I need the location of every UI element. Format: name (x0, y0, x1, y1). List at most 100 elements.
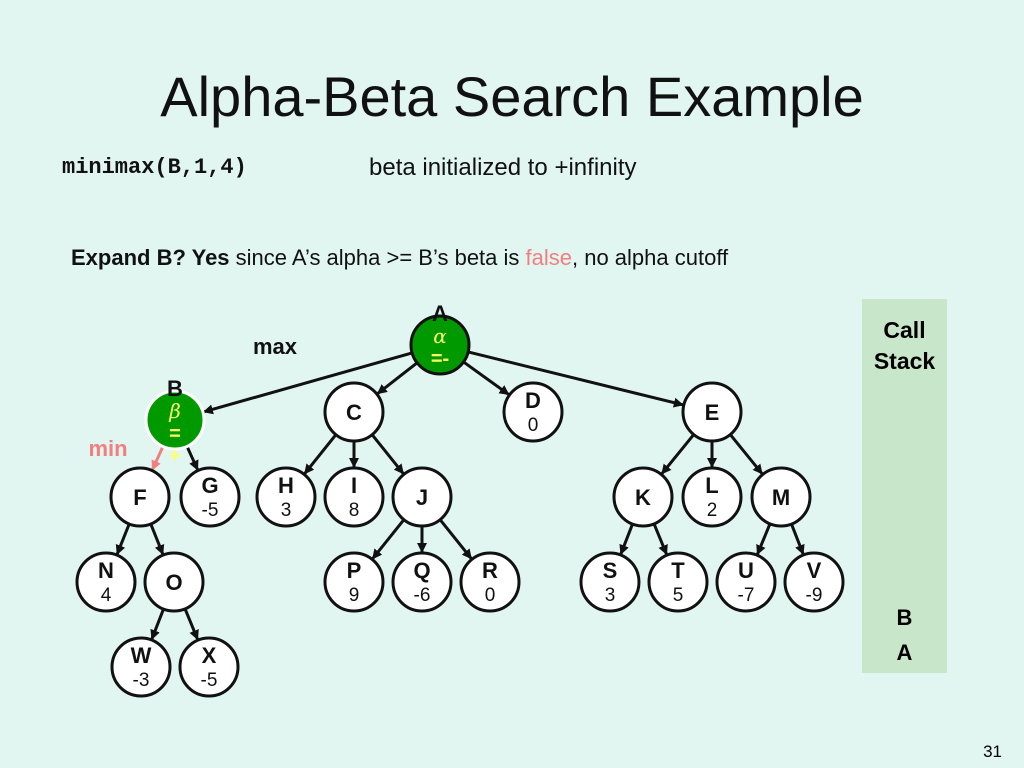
node-circle (323, 466, 385, 528)
node-value: -5 (201, 670, 218, 691)
edge-B-F (151, 445, 165, 471)
node-circle (178, 636, 240, 698)
max-label: max (253, 334, 298, 359)
node-label: H (278, 473, 294, 498)
node-label: B (167, 376, 183, 401)
node-label: T (671, 558, 685, 583)
node-circle (110, 636, 172, 698)
node-P[interactable]: P9 (323, 551, 385, 613)
false-word: false (525, 245, 572, 270)
node-label: J (416, 485, 428, 510)
slide-title: Alpha-Beta Search Example (160, 65, 864, 128)
node-label: V (807, 558, 822, 583)
node-E[interactable]: E (681, 381, 743, 443)
edge-F-N (115, 523, 131, 556)
node-R[interactable]: R0 (459, 551, 521, 613)
node-circle (179, 466, 241, 528)
call-stack-item: A (896, 640, 913, 665)
node-label: L (705, 473, 718, 498)
page-number: 31 (983, 742, 1002, 761)
edge-A-E (467, 350, 684, 408)
node-label: Q (413, 558, 430, 583)
edge-J-R (438, 518, 473, 560)
node-I[interactable]: I8 (323, 466, 385, 528)
call-stack-panel: Call Stack B A (862, 299, 947, 673)
call-stack-item: B (896, 605, 913, 630)
node-label: A (432, 301, 448, 326)
node-value: 5 (673, 585, 684, 606)
node-label: G (201, 473, 218, 498)
node-H[interactable]: H3 (255, 466, 317, 528)
node-label: R (482, 558, 498, 583)
node-M[interactable]: M (750, 466, 812, 528)
node-value: 0 (485, 585, 496, 606)
node-circle (715, 551, 777, 613)
edge-O-W (150, 608, 165, 640)
expand-explanation: Expand B? Yes since A’s alpha >= B’s bet… (71, 245, 728, 271)
node-circle (391, 466, 453, 528)
node-Q[interactable]: Q-6 (391, 551, 453, 613)
node-label: W (131, 643, 152, 668)
node-B[interactable]: Bβ=+ (144, 376, 206, 467)
node-L[interactable]: L2 (681, 466, 743, 528)
edge-J-P (371, 518, 406, 560)
node-label: S (603, 558, 618, 583)
node-K[interactable]: K (612, 466, 674, 528)
node-value: 9 (349, 585, 360, 606)
edge-A-C (376, 361, 419, 395)
expand-text: since A’s alpha >= B’s beta is (229, 245, 526, 270)
node-G[interactable]: G-5 (179, 466, 241, 528)
node-label: P (347, 558, 362, 583)
node-O[interactable]: O (143, 551, 205, 613)
greek-value-extra: + (169, 445, 181, 467)
node-W[interactable]: W-3 (110, 636, 172, 698)
beta-note: beta initialized to +infinity (369, 154, 637, 181)
node-value: 3 (605, 585, 616, 606)
node-label: O (165, 570, 182, 595)
node-circle (409, 314, 471, 376)
node-value: -3 (133, 670, 150, 691)
node-value: 2 (707, 500, 718, 521)
node-value: 0 (528, 415, 539, 436)
min-label: min (88, 436, 127, 461)
node-circle (502, 381, 564, 443)
node-circle (579, 551, 641, 613)
node-circle (750, 466, 812, 528)
node-circle (109, 466, 171, 528)
expand-text-end: , no alpha cutoff (572, 245, 729, 270)
node-label: F (133, 485, 146, 510)
node-circle (143, 551, 205, 613)
edge-O-X (183, 608, 199, 641)
node-D[interactable]: D0 (502, 381, 564, 443)
node-label: I (351, 473, 357, 498)
node-F[interactable]: F (109, 466, 171, 528)
node-circle (391, 551, 453, 613)
edge-F-O (149, 523, 165, 556)
node-J[interactable]: J (391, 466, 453, 528)
node-circle (75, 551, 137, 613)
node-S[interactable]: S3 (579, 551, 641, 613)
edge-E-K (660, 433, 695, 475)
node-N[interactable]: N4 (75, 551, 137, 613)
node-U[interactable]: U-7 (715, 551, 777, 613)
expand-question: Expand B? Yes (71, 245, 230, 270)
edge-M-V (790, 523, 805, 555)
node-label: D (525, 388, 541, 413)
node-circle (144, 389, 206, 451)
edge-C-H (303, 433, 338, 475)
node-label: M (772, 485, 790, 510)
node-A[interactable]: Aα=- (409, 301, 471, 376)
node-V[interactable]: V-9 (783, 551, 845, 613)
function-call: minimax(B,1,4) (62, 155, 247, 180)
node-X[interactable]: X-5 (178, 636, 240, 698)
node-label: K (635, 485, 651, 510)
node-T[interactable]: T5 (647, 551, 709, 613)
node-circle (612, 466, 674, 528)
edge-C-J (370, 433, 405, 475)
node-circle (681, 381, 743, 443)
node-value: 4 (101, 585, 112, 606)
edge-A-B (202, 351, 413, 415)
node-value: 3 (281, 500, 292, 521)
node-C[interactable]: C (323, 381, 385, 443)
